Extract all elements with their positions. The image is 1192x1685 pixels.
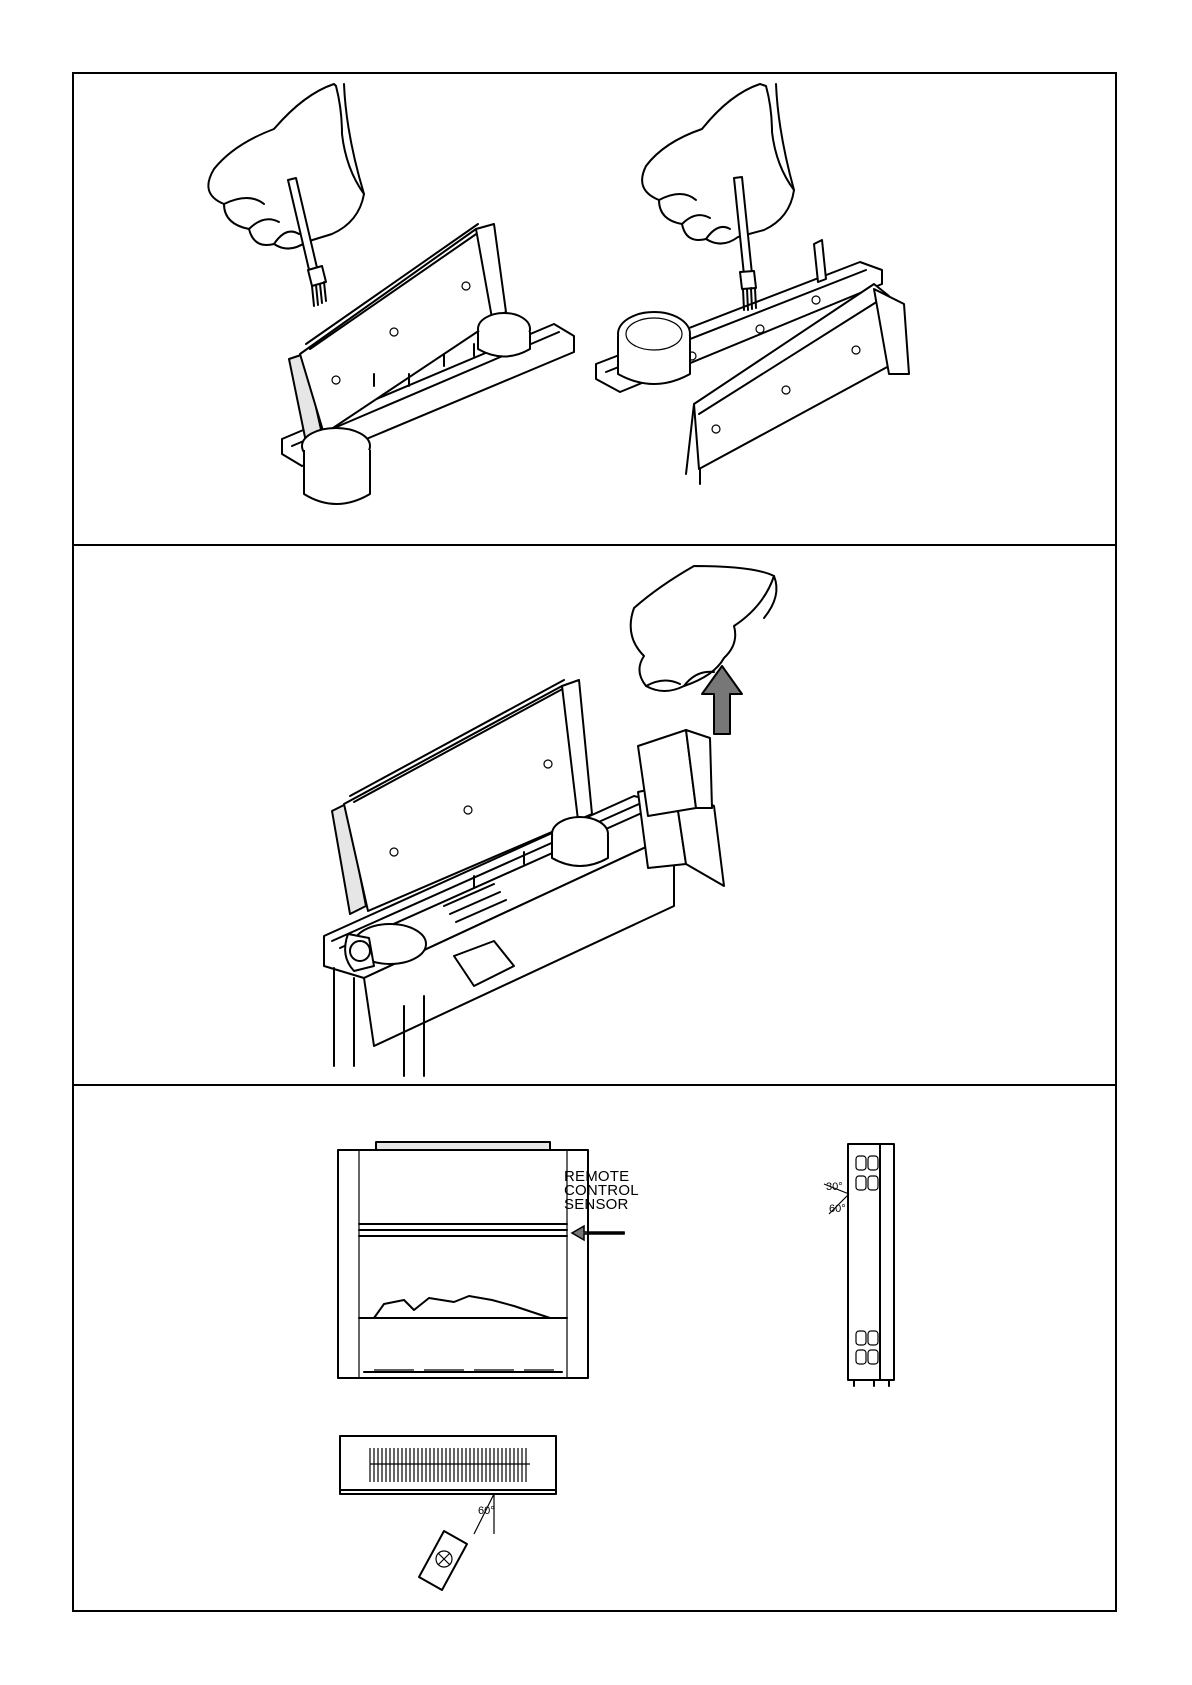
remote-control-icon — [419, 1531, 467, 1590]
top-angle: 60° — [478, 1506, 495, 1517]
sensor-diagram — [74, 1086, 1119, 1610]
panel-brush-cleaning — [74, 74, 1115, 546]
side-angle-lower: 60° — [829, 1204, 846, 1215]
brush-cleaning-illustration — [74, 74, 1119, 546]
heater-top-view — [340, 1436, 556, 1534]
lift-component-illustration — [74, 546, 1119, 1086]
sensor-label-line-3: SENSOR — [564, 1198, 639, 1212]
lifted-part — [638, 730, 724, 886]
left-tray — [282, 224, 574, 504]
heater-front-view — [338, 1142, 588, 1378]
left-hand-icon — [208, 84, 364, 249]
lifting-hand-icon — [631, 566, 777, 691]
up-arrow-icon — [702, 666, 742, 734]
sensor-arrow-icon — [572, 1226, 624, 1240]
sensor-label: REMOTE CONTROL SENSOR — [564, 1170, 639, 1212]
instruction-page-frame: REMOTE CONTROL SENSOR 30° 60° 60° — [72, 72, 1117, 1612]
panel-remote-sensor: REMOTE CONTROL SENSOR 30° 60° 60° — [74, 1086, 1115, 1610]
panel-lift-component — [74, 546, 1115, 1086]
right-hand-icon — [642, 84, 794, 244]
side-angle-upper: 30° — [826, 1182, 843, 1193]
tray-assembly — [324, 680, 674, 1076]
